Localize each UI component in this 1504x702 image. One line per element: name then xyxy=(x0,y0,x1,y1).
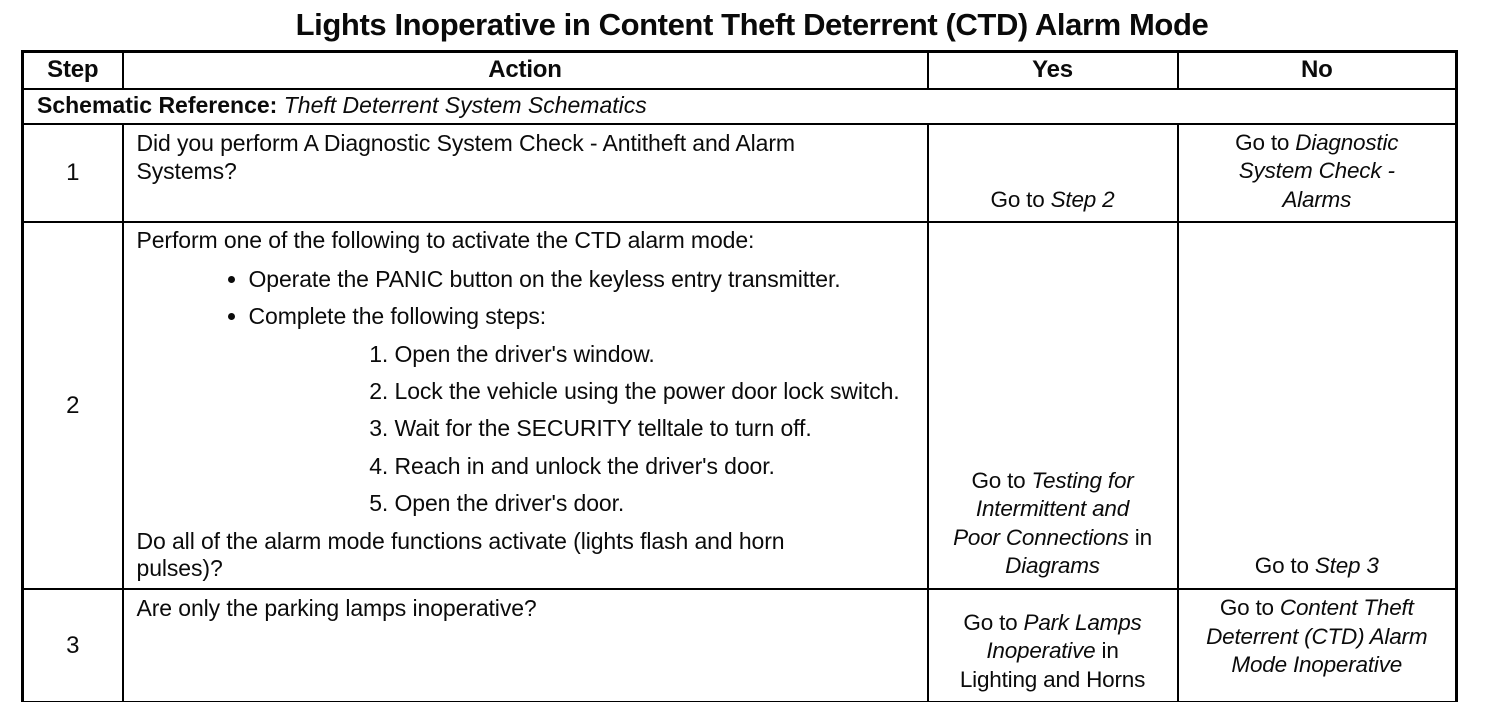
table-row-step-3: 3 Are only the parking lamps inoperative… xyxy=(21,587,1458,702)
no-cell: Go to Step 3 xyxy=(1176,221,1458,590)
numbered-step: Open the driver's door. xyxy=(395,490,917,516)
bullet-item: Complete the following steps: Open the d… xyxy=(249,303,917,517)
step-cell: 3 xyxy=(21,587,124,702)
column-header-action: Action xyxy=(121,50,929,90)
no-instruction: Go to Step 3 xyxy=(1203,552,1432,581)
numbered-step: Wait for the SECURITY telltale to turn o… xyxy=(395,415,917,441)
yes-cell: Go to Step 2 xyxy=(926,122,1179,224)
schematic-reference-label: Schematic Reference: xyxy=(37,91,278,118)
action-cell: Perform one of the following to activate… xyxy=(121,221,929,590)
reference-name-text: Content Theft Deterrent (CTD) Alarm Mode… xyxy=(1206,594,1428,678)
bullet-item-text: Complete the following steps: xyxy=(248,303,547,330)
reference-name-text: Diagnostic System Check - Alarms xyxy=(1238,129,1399,212)
yes-cell: Go to Testing for Intermittent and Poor … xyxy=(926,221,1179,590)
no-instruction: Go to Diagnostic System Check - Alarms xyxy=(1203,129,1432,215)
header-row: Step Action Yes No xyxy=(21,50,1458,90)
plain-text: Go to xyxy=(971,467,1032,493)
yes-instruction: Go to Testing for Intermittent and Poor … xyxy=(953,467,1153,581)
plain-text: Go to xyxy=(1235,129,1296,155)
table-row-step-2: 2 Perform one of the following to activa… xyxy=(21,221,1458,590)
yes-instruction: Go to Park Lamps Inoperative in Lighting… xyxy=(953,609,1153,695)
no-cell: Go to Diagnostic System Check - Alarms xyxy=(1176,122,1458,224)
action-question: Do all of the alarm mode functions activ… xyxy=(136,527,785,581)
step-cell: 2 xyxy=(21,221,124,590)
column-header-yes: Yes xyxy=(926,50,1179,90)
plain-text: Go to xyxy=(963,609,1024,635)
reference-name-text: Diagrams xyxy=(1005,553,1100,579)
numbered-step: Reach in and unlock the driver's door. xyxy=(395,453,917,479)
plain-text: in Lighting and Horns xyxy=(959,638,1146,692)
no-instruction: Go to Content Theft Deterrent (CTD) Alar… xyxy=(1203,594,1432,680)
column-header-no: No xyxy=(1176,50,1458,90)
reference-name-text: Park Lamps Inoperative xyxy=(986,609,1142,664)
schematic-reference-cell: Schematic Reference: Theft Deterrent Sys… xyxy=(21,87,1458,125)
numbered-step: Lock the vehicle using the power door lo… xyxy=(395,378,917,404)
table-row-step-1: 1 Did you perform A Diagnostic System Ch… xyxy=(21,122,1458,224)
scanned-document-page: Lights Inoperative in Content Theft Dete… xyxy=(0,7,1504,702)
numbered-step: Open the driver's window. xyxy=(395,341,917,367)
action-cell: Did you perform A Diagnostic System Chec… xyxy=(121,122,929,224)
action-cell: Are only the parking lamps inoperative? xyxy=(121,587,929,702)
column-header-step: Step xyxy=(21,50,124,90)
action-question: Did you perform A Diagnostic System Chec… xyxy=(136,129,796,184)
reference-name-text: Testing for Intermittent and Poor Connec… xyxy=(953,467,1134,550)
schematic-reference-value: Theft Deterrent System Schematics xyxy=(283,91,647,118)
action-intro: Perform one of the following to activate… xyxy=(136,227,755,254)
plain-text: Go to xyxy=(1254,553,1315,579)
action-question: Are only the parking lamps inoperative? xyxy=(136,594,537,621)
plain-text: Go to xyxy=(990,186,1051,212)
schematic-reference-row: Schematic Reference: Theft Deterrent Sys… xyxy=(21,87,1458,125)
plain-text: in xyxy=(1128,524,1152,550)
yes-cell: Go to Park Lamps Inoperative in Lighting… xyxy=(926,587,1179,702)
action-numbered-list: Open the driver's window. Lock the vehic… xyxy=(367,341,917,517)
reference-name-text: Step 2 xyxy=(1050,186,1115,212)
diagnostic-table: Step Action Yes No Schematic Reference: … xyxy=(21,50,1458,702)
page-title: Lights Inoperative in Content Theft Dete… xyxy=(295,7,1209,42)
yes-instruction: Go to Step 2 xyxy=(953,186,1153,215)
bullet-item: Operate the PANIC button on the keyless … xyxy=(249,266,917,292)
action-bullet-list: Operate the PANIC button on the keyless … xyxy=(229,266,917,517)
plain-text: Go to xyxy=(1219,594,1280,620)
no-cell: Go to Content Theft Deterrent (CTD) Alar… xyxy=(1176,587,1458,702)
step-cell: 1 xyxy=(21,122,124,224)
reference-name-text: Step 3 xyxy=(1314,553,1379,579)
